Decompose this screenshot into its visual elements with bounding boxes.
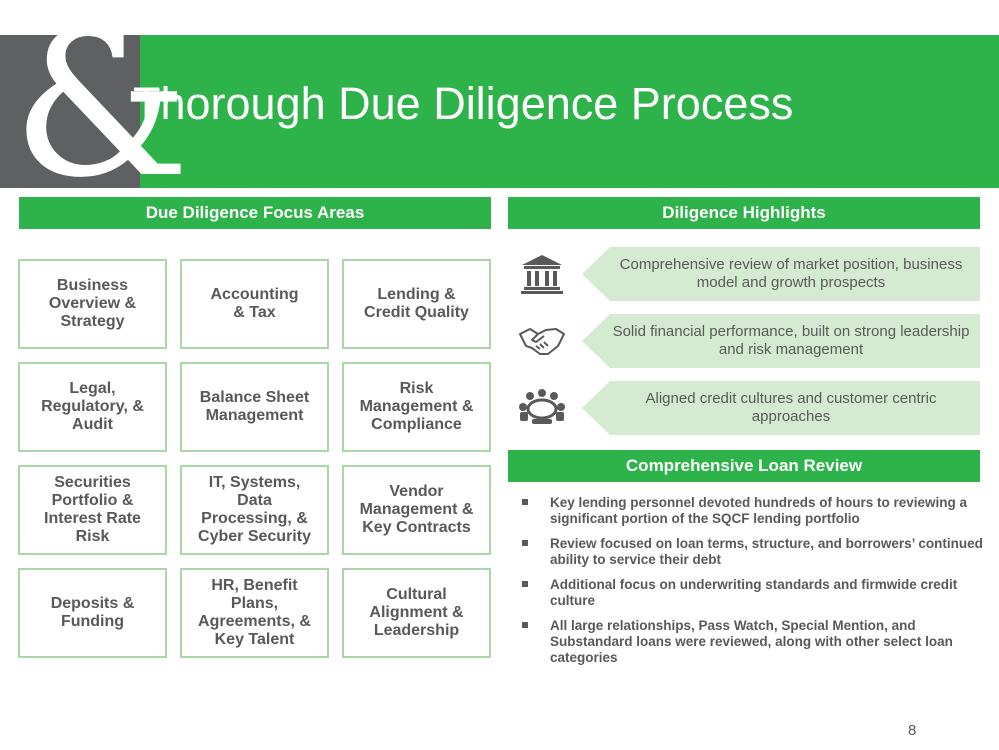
focus-area-box: Balance Sheet Management: [180, 362, 329, 452]
focus-area-box: Deposits & Funding: [18, 568, 167, 658]
focus-area-box: Risk Management & Compliance: [342, 362, 491, 452]
highlight-row: Solid financial performance, built on st…: [510, 314, 980, 368]
loan-review-bullets: Key lending personnel devoted hundreds o…: [520, 495, 990, 675]
highlight-text: Aligned credit cultures and customer cen…: [582, 381, 980, 435]
loan-review-heading: Comprehensive Loan Review: [508, 450, 980, 482]
highlights-heading: Diligence Highlights: [508, 197, 980, 229]
focus-area-box: Lending & Credit Quality: [342, 259, 491, 349]
highlight-text: Solid financial performance, built on st…: [582, 314, 980, 368]
focus-area-box: IT, Systems, Data Processing, & Cyber Se…: [180, 465, 329, 555]
handshake-icon: [519, 328, 565, 355]
header-band: [0, 35, 999, 188]
bullet-square-icon: [522, 581, 528, 587]
focus-areas-heading: Due Diligence Focus Areas: [19, 197, 491, 229]
highlight-text: Comprehensive review of market position,…: [582, 247, 980, 301]
bullet-square-icon: [522, 499, 528, 505]
ampersand-logo: &: [12, 0, 191, 222]
bullet-item: Review focused on loan terms, structure,…: [520, 536, 990, 568]
page-title: Thorough Due Diligence Process: [133, 78, 794, 129]
highlight-row: Aligned credit cultures and customer cen…: [510, 381, 980, 435]
bullet-item: Key lending personnel devoted hundreds o…: [520, 495, 990, 527]
highlight-row: Comprehensive review of market position,…: [510, 247, 980, 301]
focus-area-box: Securities Portfolio & Interest Rate Ris…: [18, 465, 167, 555]
focus-area-box: Legal, Regulatory, & Audit: [18, 362, 167, 452]
focus-area-box: Business Overview & Strategy: [18, 259, 167, 349]
bank-icon: [521, 255, 563, 294]
page-number: 8: [908, 722, 917, 739]
focus-area-box: Accounting & Tax: [180, 259, 329, 349]
bullet-square-icon: [522, 622, 528, 628]
bullet-item: Additional focus on underwriting standar…: [520, 577, 990, 609]
bullet-square-icon: [522, 540, 528, 546]
focus-area-box: HR, Benefit Plans, Agreements, & Key Tal…: [180, 568, 329, 658]
focus-area-box: Cultural Alignment & Leadership: [342, 568, 491, 658]
focus-area-box: Vendor Management & Key Contracts: [342, 465, 491, 555]
meeting-table-icon: [519, 389, 565, 424]
header-logo-panel: [0, 35, 140, 188]
bullet-item: All large relationships, Pass Watch, Spe…: [520, 618, 990, 666]
